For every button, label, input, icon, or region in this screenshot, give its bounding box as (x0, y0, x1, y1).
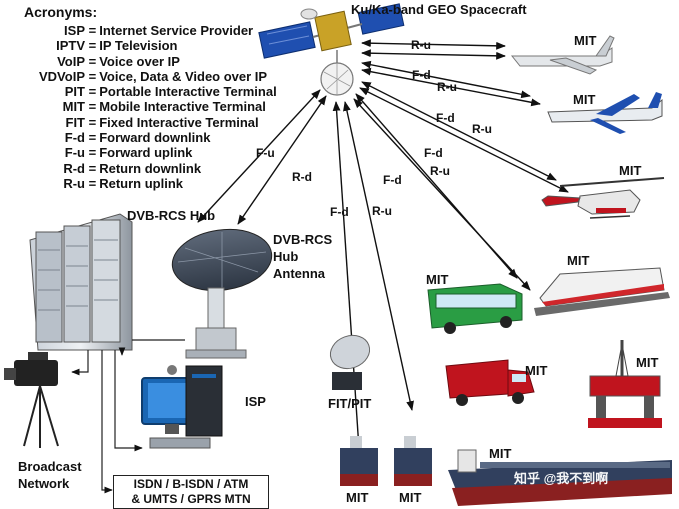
acronym-equals: = (85, 175, 97, 191)
acronym-key: VoIP (57, 53, 85, 69)
acronym-key: R-u (63, 175, 85, 191)
offshore-oil-rig-icon (588, 340, 662, 428)
mit-label-ship-1: MIT (346, 490, 369, 505)
acronym-key: R-d (63, 160, 85, 176)
acronym-value: Internet Service Provider (99, 23, 254, 38)
mit-label-helicopter: MIT (619, 163, 642, 178)
acronym-value: Forward downlink (99, 130, 211, 146)
link-label-r-u-heli: R-u (472, 122, 492, 136)
link-label-f-d-train: F-d (383, 173, 402, 187)
terrestrial-network-box: ISDN / B-ISDN / ATM & UMTS / GPRS MTN (113, 475, 269, 509)
mit-label-train: MIT (567, 253, 590, 268)
acronym-row: IPTV =IP Television (4, 38, 277, 53)
container-ship-icon (448, 449, 672, 506)
link-label-r-u-cargo: R-u (411, 38, 431, 52)
mit-label-bus: MIT (426, 272, 449, 287)
acronym-equals: = (85, 68, 97, 84)
acronym-key: MIT (62, 99, 85, 115)
link-label-f-d-cargo: F-d (412, 68, 431, 82)
ship-icon-2 (394, 436, 432, 486)
broadcast-camera-icon (4, 352, 59, 448)
acronyms-title: Acronyms: (24, 4, 98, 20)
broadcast-network-label: Broadcast Network (18, 459, 82, 491)
mit-label-jet: MIT (573, 92, 596, 107)
ship-icon-1 (340, 436, 378, 486)
acronym-equals: = (85, 99, 97, 115)
acronym-equals: = (85, 160, 97, 176)
link-label-r-u-ship: R-u (372, 204, 392, 218)
bus-icon (427, 283, 523, 334)
isp-label: ISP (245, 394, 266, 409)
acronym-equals: = (85, 84, 97, 100)
helicopter-icon (541, 177, 665, 219)
acronym-key: IPTV (56, 38, 85, 54)
truck-icon (445, 359, 535, 406)
hub-label: DVB-RCS Hub (127, 208, 216, 223)
dvb-rcs-hub-server-icon (29, 213, 133, 351)
acronym-row: R-d =Return downlink (4, 161, 277, 176)
link-label-r-u-train: R-u (430, 164, 450, 178)
fit-pit-terminal-icon (329, 334, 371, 390)
passenger-jet-icon (547, 92, 663, 134)
mit-label-ship-2: MIT (399, 490, 422, 505)
isp-computer-icon (141, 365, 223, 449)
acronym-row: ISP =Internet Service Provider (4, 23, 277, 38)
acronym-value: Forward uplink (99, 145, 193, 161)
acronym-row: R-u =Return uplink (4, 176, 277, 191)
hub-antenna-label: DVB-RCS Hub Antenna (273, 232, 333, 281)
acronym-equals: = (85, 114, 97, 130)
spacecraft-label: Ku/Ka-band GEO Spacecraft (351, 2, 527, 17)
hub-antenna-dish-icon (171, 228, 273, 359)
acronym-key: F-u (64, 145, 85, 161)
link-label-r-u-jet: R-u (437, 80, 457, 94)
cargo-airplane-icon (510, 35, 615, 75)
acronym-row: F-d =Forward downlink (4, 130, 277, 145)
high-speed-train-icon (534, 267, 670, 316)
link-label-f-d-ship: F-d (330, 205, 349, 219)
acronym-key: FIT (65, 114, 86, 130)
geo-satellite-icon (258, 3, 405, 96)
mit-label-truck: MIT (525, 363, 548, 378)
acronym-row: VoIP =Voice over IP (4, 54, 277, 69)
mit-label-container-ship: MIT (489, 446, 512, 461)
link-label-f-d-jet: F-d (436, 111, 455, 125)
fit-pit-label: FIT/PIT (328, 396, 372, 411)
mit-label-cargo-plane: MIT (574, 33, 597, 48)
acronym-row: VDVoIP =Voice, Data & Video over IP (4, 69, 277, 84)
acronym-value: IP Television (99, 38, 178, 54)
link-label-f-u-hub: F-u (256, 146, 275, 160)
acronym-key: VDVoIP (39, 68, 85, 84)
link-label-f-d-heli: F-d (424, 146, 443, 160)
acronym-key: PIT (64, 84, 85, 100)
link-label-r-d-hub: R-d (292, 170, 312, 184)
link-arrows (197, 39, 569, 465)
acronym-equals: = (85, 145, 97, 161)
acronym-value: Voice over IP (99, 53, 180, 69)
mit-label-oil-rig: MIT (636, 355, 659, 370)
acronym-row: F-u =Forward uplink (4, 145, 277, 160)
acronym-equals: = (85, 130, 97, 146)
terrestrial-links (71, 339, 185, 494)
watermark: 知乎 @我不到啊 (514, 471, 609, 486)
acronym-equals: = (85, 53, 97, 69)
acronym-value: Voice, Data & Video over IP (99, 68, 268, 84)
acronym-value: Return downlink (99, 160, 202, 176)
acronym-key: ISP (64, 23, 85, 38)
acronym-equals: = (85, 23, 97, 38)
acronym-value: Return uplink (99, 175, 183, 191)
acronym-equals: = (85, 38, 97, 54)
acronym-key: F-d (64, 130, 85, 146)
